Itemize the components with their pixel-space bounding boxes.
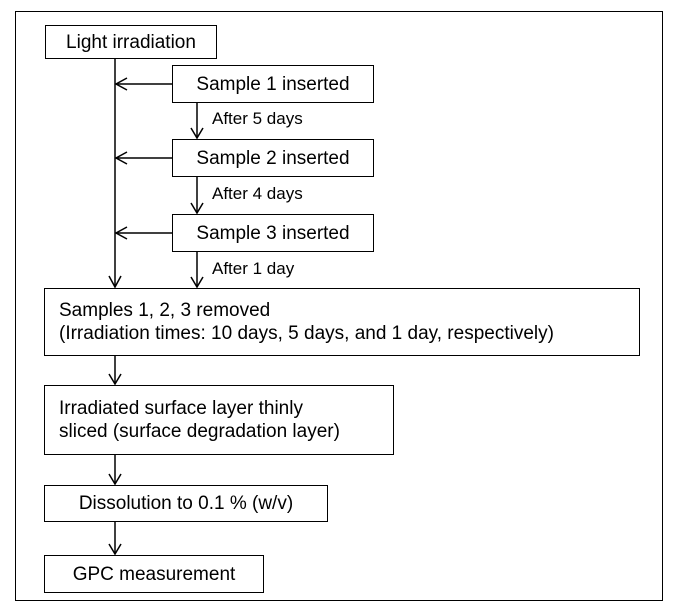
sample1-arrowhead bbox=[114, 77, 128, 91]
node-light-irradiation: Light irradiation bbox=[45, 25, 217, 59]
s3-removed-arrowhead bbox=[190, 276, 204, 289]
node-samples-removed-line1: Samples 1, 2, 3 removed bbox=[59, 300, 271, 321]
s2-s3-arrowhead bbox=[190, 202, 204, 215]
node-sample2-inserted: Sample 2 inserted bbox=[172, 139, 374, 177]
node-sample3-inserted: Sample 3 inserted bbox=[172, 214, 374, 252]
node-sample1-inserted: Sample 1 inserted bbox=[172, 65, 374, 103]
node-dissolution-label: Dissolution to 0.1 % (w/v) bbox=[78, 493, 294, 514]
node-sample2-inserted-label: Sample 2 inserted bbox=[196, 147, 350, 169]
node-surface-sliced-line1: Irradiated surface layer thinly bbox=[59, 398, 303, 419]
sliced-dissolution-arrowhead bbox=[108, 473, 122, 486]
node-gpc-measurement-label: GPC measurement bbox=[72, 563, 236, 585]
node-samples-removed: Samples 1, 2, 3 removed (Irradiation tim… bbox=[44, 288, 640, 356]
removed-sliced-arrowhead bbox=[108, 373, 122, 386]
diagram-frame bbox=[15, 11, 663, 601]
edge-label-after-5-days: After 5 days bbox=[212, 109, 303, 128]
node-dissolution: Dissolution to 0.1 % (w/v) bbox=[44, 485, 328, 522]
sample3-arrowhead bbox=[114, 226, 128, 240]
node-sample1-inserted-label: Sample 1 inserted bbox=[196, 73, 350, 95]
edge-label-after-4-days: After 4 days bbox=[212, 184, 303, 203]
node-gpc-measurement: GPC measurement bbox=[44, 555, 264, 593]
node-light-irradiation-label: Light irradiation bbox=[66, 31, 196, 53]
trunk-arrowhead bbox=[108, 275, 122, 289]
node-surface-sliced: Irradiated surface layer thinly sliced (… bbox=[44, 385, 394, 455]
sample2-arrowhead bbox=[114, 151, 128, 165]
dissolution-gpc-arrowhead bbox=[108, 543, 122, 556]
s1-s2-arrowhead bbox=[190, 127, 204, 140]
node-samples-removed-line2: (Irradiation times: 10 days, 5 days, and… bbox=[59, 323, 554, 344]
edge-label-after-1-day: After 1 day bbox=[212, 259, 295, 278]
node-sample3-inserted-label: Sample 3 inserted bbox=[196, 222, 350, 244]
node-surface-sliced-line2: sliced (surface degradation layer) bbox=[59, 421, 340, 442]
